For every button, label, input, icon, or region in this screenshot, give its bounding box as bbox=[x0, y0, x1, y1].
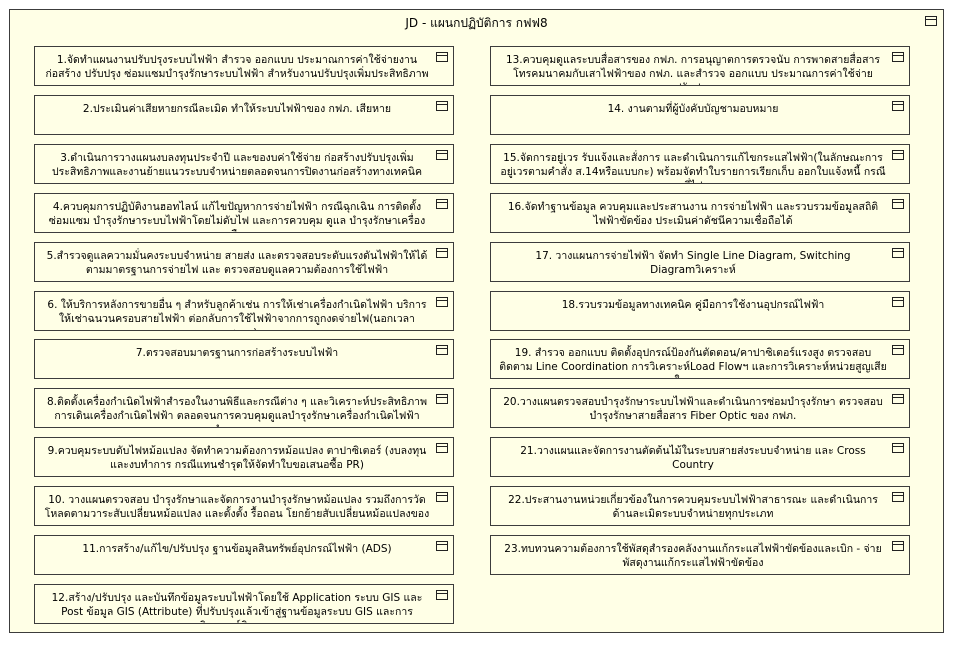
package-icon bbox=[892, 296, 904, 307]
capability-label: 17. วางแผนการจ่ายไฟฟ้า จัดทำ Single Line… bbox=[535, 249, 851, 276]
capability-box[interactable]: 11.การสร้าง/แก้ไข/ปรับปรุง ฐานข้อมูลสินท… bbox=[34, 535, 454, 575]
package-icon bbox=[436, 296, 448, 307]
capability-label: 12.สร้าง/ปรับปรุง และบันทึกข้อมูลระบบไฟฟ… bbox=[51, 591, 423, 623]
package-icon bbox=[892, 247, 904, 258]
package-icon bbox=[892, 492, 904, 503]
capability-box[interactable]: 6. ให้บริการหลังการขายอื่น ๆ สำหรับลูกค้… bbox=[34, 290, 454, 331]
capability-label: 3.ดำเนินการวางแผนงบลงทุนประจำปี และของบค… bbox=[51, 151, 422, 178]
capability-box[interactable]: 3.ดำเนินการวางแผนงบลงทุนประจำปี และของบค… bbox=[34, 143, 454, 184]
capability-box[interactable]: 14. งานตามที่ผู้บังคับบัญชามอบหมาย bbox=[490, 94, 910, 135]
package-icon bbox=[436, 100, 448, 111]
package-icon bbox=[892, 394, 904, 405]
capability-box[interactable]: 10. วางแผนตรวจสอบ บำรุงรักษาและจัดการงาน… bbox=[34, 486, 454, 527]
capability-label: 16.จัดทำฐานข้อมูล ควบคุมและประสานงาน การ… bbox=[507, 200, 879, 227]
capability-label: 2.ประเมินค่าเสียหายกรณีละเมิด ทำให้ระบบไ… bbox=[82, 102, 392, 115]
capability-label: 8.ติดตั้งเครื่องกำเนิดไฟฟ้าสำรองในงานพิธ… bbox=[47, 396, 427, 427]
package-icon bbox=[892, 52, 904, 62]
package-icon bbox=[436, 52, 448, 62]
capability-box[interactable]: 22.ประสานงานหน่วยเกี่ยวข้องในการควบคุมระ… bbox=[490, 486, 910, 527]
capability-label: 6. ให้บริการหลังการขายอื่น ๆ สำหรับลูกค้… bbox=[47, 298, 427, 330]
package-icon bbox=[436, 345, 448, 356]
capability-box[interactable]: 5.สำรวจดูแลความมั่นคงระบบจำหน่าย สายส่ง … bbox=[34, 241, 454, 282]
capability-box[interactable]: 7.ตรวจสอบมาตรฐานการก่อสร้างระบบไฟฟ้า bbox=[34, 339, 454, 380]
container-title: JD - แผนกปฏิบัติการ กฟฟ8 bbox=[405, 16, 548, 30]
capability-box[interactable]: 21.วางแผนและจัดการงานตัดต้นไม้ในระบบสายส… bbox=[490, 437, 910, 478]
capability-label: 13.ควบคุมดูแลระบบสื่อสารของ กฟภ. การอนุญ… bbox=[505, 54, 881, 85]
package-icon bbox=[436, 589, 448, 600]
capability-label: 23.ทบทวนความต้องการใช้พัสดุสำรองคลังงานแ… bbox=[504, 543, 882, 569]
capability-box[interactable]: 4.ควบคุมการปฏิบัติงานฮอทไลน์ แก้ไขปัญหาก… bbox=[34, 192, 454, 233]
capability-box[interactable]: 20.วางแผนตรวจสอบบำรุงรักษาระบบไฟฟ้าและดำ… bbox=[490, 388, 910, 429]
capability-box[interactable]: 18.รวบรวมข้อมูลทางเทคนิค คู่มือการใช้งาน… bbox=[490, 290, 910, 331]
capability-label: 22.ประสานงานหน่วยเกี่ยวข้องในการควบคุมระ… bbox=[508, 494, 878, 521]
package-icon bbox=[892, 149, 904, 160]
capability-box[interactable]: 17. วางแผนการจ่ายไฟฟ้า จัดทำ Single Line… bbox=[490, 241, 910, 282]
capability-box[interactable]: 1.จัดทำแผนงานปรับปรุงระบบไฟฟ้า สำรวจ ออก… bbox=[34, 46, 454, 86]
capability-label: 14. งานตามที่ผู้บังคับบัญชามอบหมาย bbox=[607, 102, 779, 115]
capability-label: 7.ตรวจสอบมาตรฐานการก่อสร้างระบบไฟฟ้า bbox=[135, 347, 339, 360]
package-icon bbox=[436, 247, 448, 258]
capability-box[interactable]: 9.ควบคุมระบบดับไฟหม้อแปลง จัดทำความต้องก… bbox=[34, 437, 454, 478]
package-icon bbox=[892, 443, 904, 454]
capability-label: 10. วางแผนตรวจสอบ บำรุงรักษาและจัดการงาน… bbox=[44, 494, 430, 521]
capability-label: 5.สำรวจดูแลความมั่นคงระบบจำหน่าย สายส่ง … bbox=[46, 249, 428, 276]
package-icon bbox=[436, 443, 448, 454]
package-icon bbox=[436, 394, 448, 405]
package-icon bbox=[892, 100, 904, 111]
capability-label: 11.การสร้าง/แก้ไข/ปรับปรุง ฐานข้อมูลสินท… bbox=[82, 543, 392, 555]
package-icon bbox=[925, 16, 937, 26]
capability-label: 1.จัดทำแผนงานปรับปรุงระบบไฟฟ้า สำรวจ ออก… bbox=[45, 54, 429, 85]
capability-label: 20.วางแผนตรวจสอบบำรุงรักษาระบบไฟฟ้าและดำ… bbox=[503, 396, 883, 423]
capability-label: 18.รวบรวมข้อมูลทางเทคนิค คู่มือการใช้งาน… bbox=[561, 298, 825, 311]
capability-label: 19. สำรวจ ออกแบบ ติดตั้งอุปกรณ์ป้องกันตั… bbox=[499, 347, 887, 378]
capability-label: 9.ควบคุมระบบดับไฟหม้อแปลง จัดทำความต้องก… bbox=[47, 445, 427, 472]
capability-label: 21.วางแผนและจัดการงานตัดต้นไม้ในระบบสายส… bbox=[520, 445, 866, 472]
capability-box[interactable]: 23.ทบทวนความต้องการใช้พัสดุสำรองคลังงานแ… bbox=[490, 535, 910, 575]
package-icon bbox=[892, 345, 904, 356]
package-icon bbox=[892, 541, 904, 551]
capability-box[interactable]: 15.จัดการอยู่เวร รับแจ้งและสั่งการ และดำ… bbox=[490, 143, 910, 184]
capability-container: JD - แผนกปฏิบัติการ กฟฟ8 1.จัดทำแผนงานปร… bbox=[9, 9, 944, 633]
package-icon bbox=[436, 149, 448, 160]
package-icon bbox=[892, 198, 904, 209]
package-icon bbox=[436, 492, 448, 503]
package-icon bbox=[436, 198, 448, 209]
capability-box[interactable]: 16.จัดทำฐานข้อมูล ควบคุมและประสานงาน การ… bbox=[490, 192, 910, 233]
capability-box[interactable]: 8.ติดตั้งเครื่องกำเนิดไฟฟ้าสำรองในงานพิธ… bbox=[34, 388, 454, 429]
capability-label: 4.ควบคุมการปฏิบัติงานฮอทไลน์ แก้ไขปัญหาก… bbox=[48, 200, 426, 232]
capability-box[interactable]: 13.ควบคุมดูแลระบบสื่อสารของ กฟภ. การอนุญ… bbox=[490, 46, 910, 86]
capability-label: 15.จัดการอยู่เวร รับแจ้งและสั่งการ และดำ… bbox=[500, 151, 886, 183]
capability-box[interactable]: 19. สำรวจ ออกแบบ ติดตั้งอุปกรณ์ป้องกันตั… bbox=[490, 339, 910, 380]
capability-box[interactable]: 2.ประเมินค่าเสียหายกรณีละเมิด ทำให้ระบบไ… bbox=[34, 94, 454, 135]
package-icon bbox=[436, 541, 448, 551]
capability-box[interactable]: 12.สร้าง/ปรับปรุง และบันทึกข้อมูลระบบไฟฟ… bbox=[34, 583, 454, 624]
